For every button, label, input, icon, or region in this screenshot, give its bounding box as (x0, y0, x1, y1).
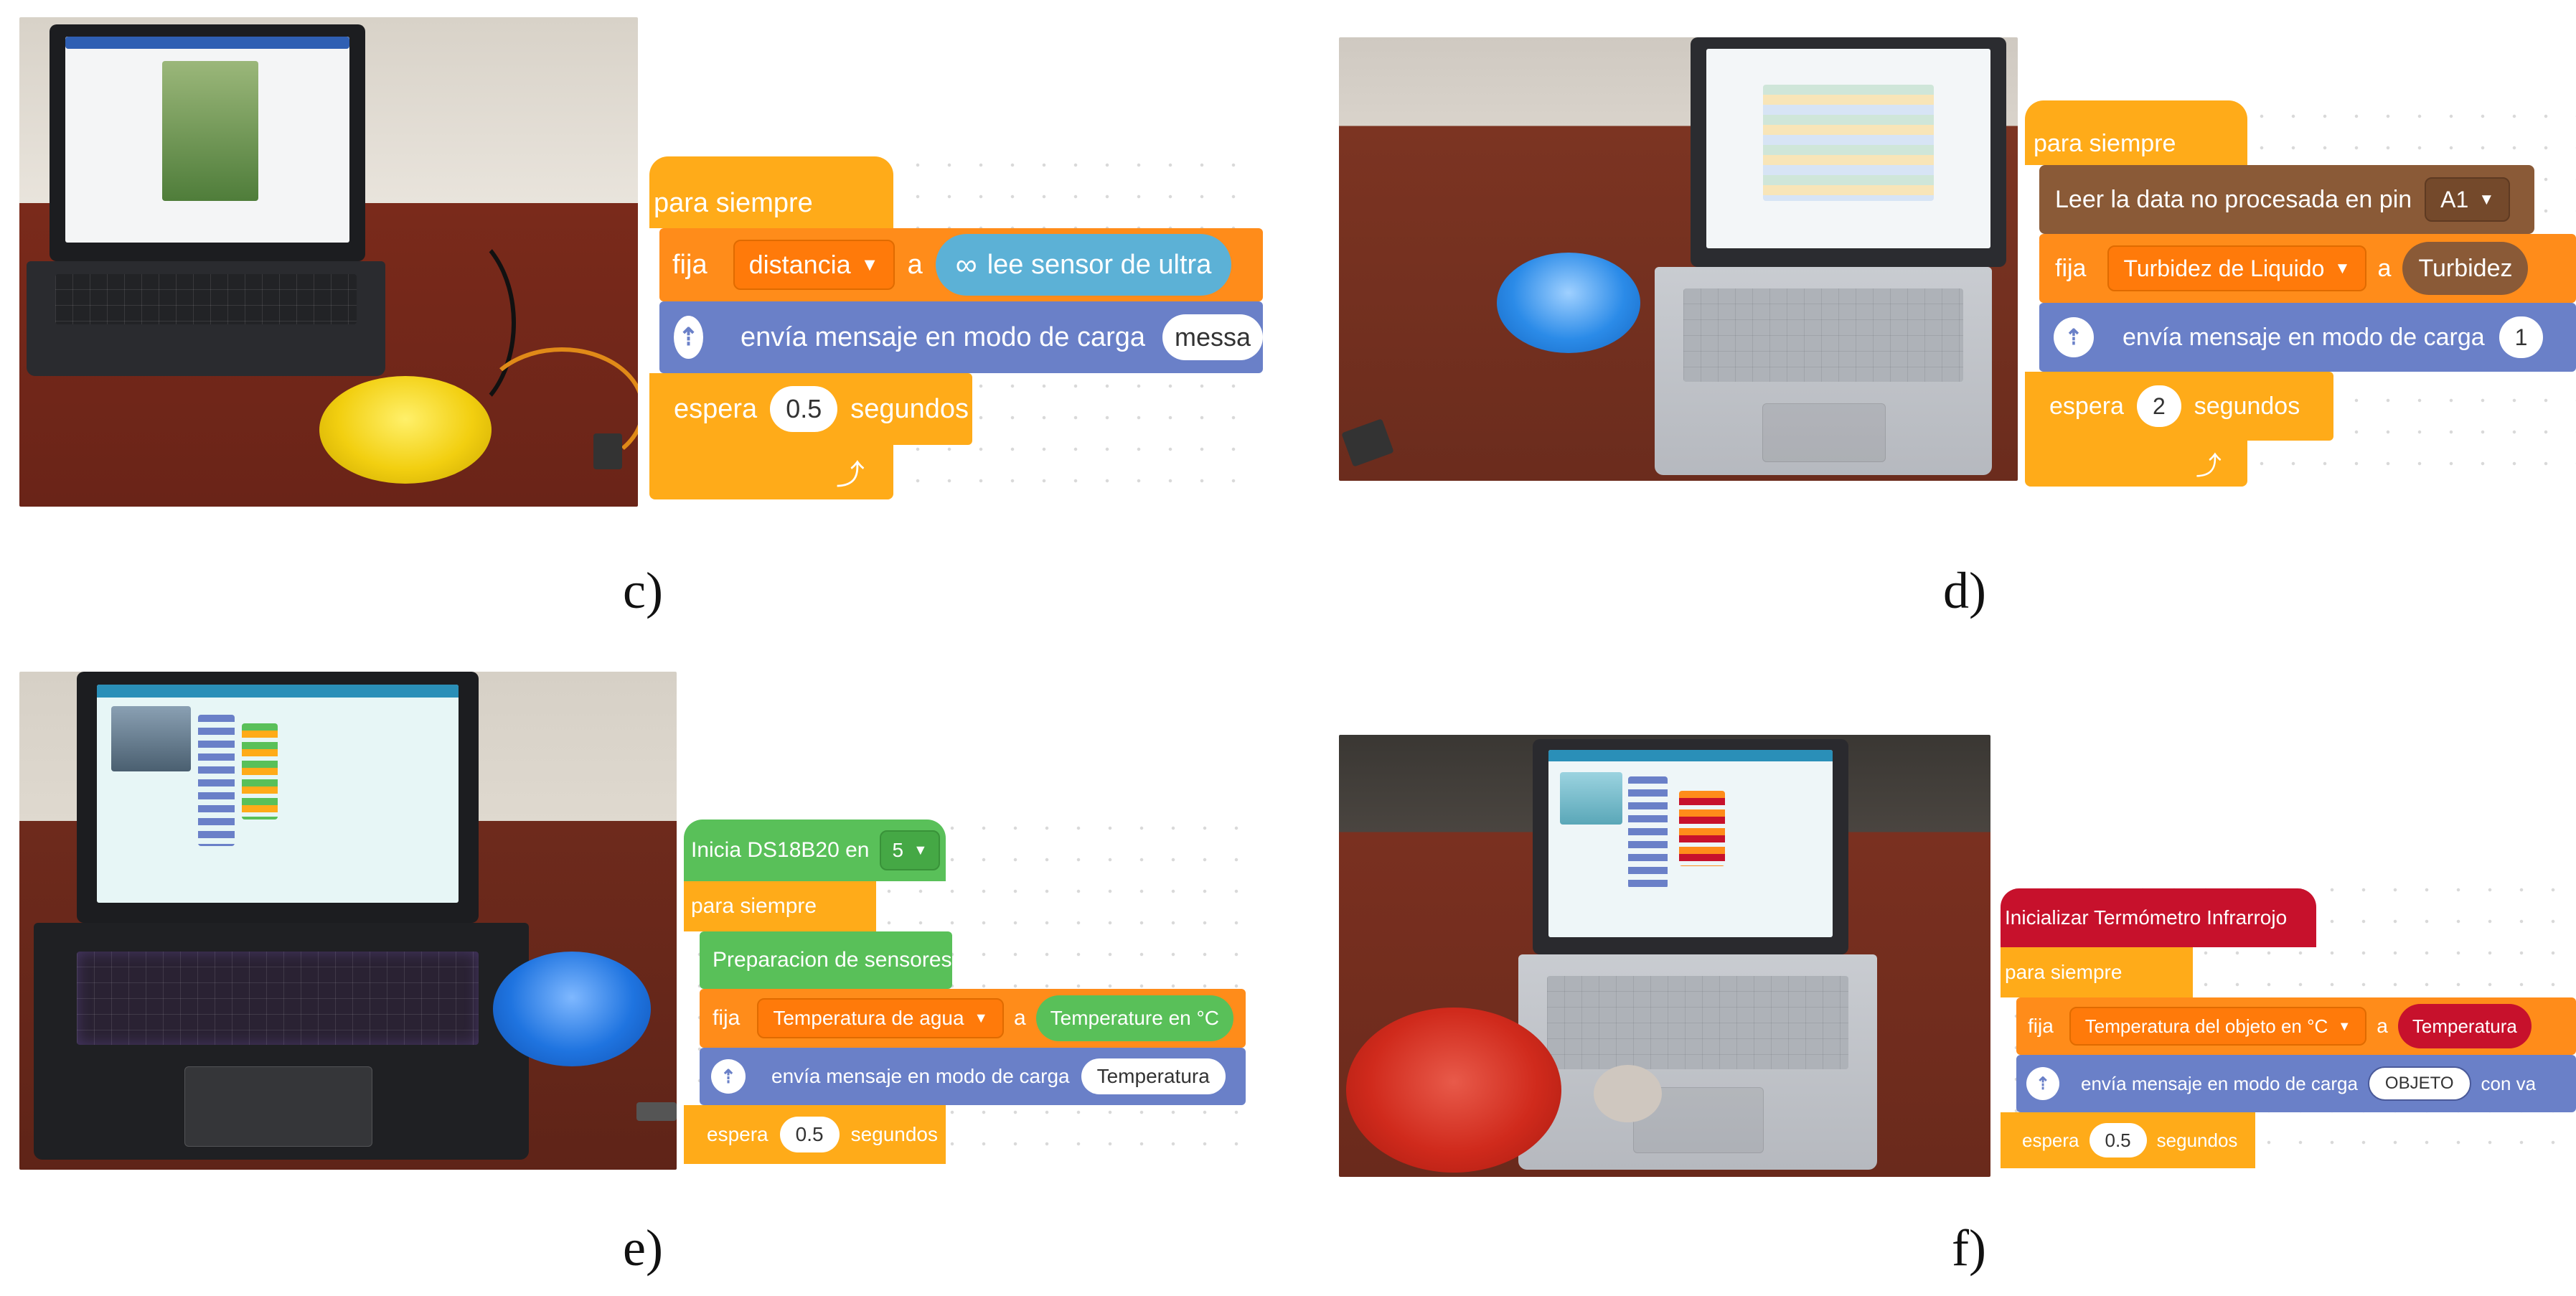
code-workspace-e: Inicia DS18B20 en 5▼ para siempre Prepar… (684, 812, 1246, 1164)
set-variable-block[interactable]: fija Turbidez de Liquido▼ a Turbidez (2039, 234, 2576, 303)
wait-seconds-input[interactable]: 2 (2136, 385, 2181, 427)
panel-e: Inicia DS18B20 en 5▼ para siempre Prepar… (0, 646, 1292, 1296)
laptop-keyboard (27, 261, 385, 376)
forever-block[interactable]: para siempre (684, 881, 876, 931)
send-message-block[interactable]: ⇡ envía mensaje en modo de carga Tempera… (700, 1048, 1246, 1105)
set-variable-block[interactable]: fija distancia▼ a ∞ lee sensor de ultra (659, 228, 1263, 301)
forever-block[interactable]: para siempre (649, 156, 893, 228)
message-input[interactable]: 1 (2499, 316, 2544, 358)
laptop-keyboard (1518, 954, 1877, 1170)
variable-dropdown[interactable]: Temperatura de agua▼ (757, 998, 1004, 1038)
wait-block[interactable]: espera 0.5 segundos (649, 373, 972, 445)
wait-seconds-input[interactable]: 0.5 (770, 386, 838, 432)
code-workspace-d: para siempre Leer la data no procesada e… (2025, 100, 2576, 488)
set-variable-block[interactable]: fija Temperatura del objeto en °C▼ a Tem… (2016, 997, 2576, 1055)
broadcast-signal-icon: ⇡ (2054, 317, 2094, 357)
wait-block[interactable]: espera 2 segundos (2025, 372, 2333, 441)
caption-d: d) (1943, 562, 1986, 619)
laptop-lid (1533, 739, 1848, 954)
laptop-lid (77, 672, 479, 923)
forever-block[interactable]: para siempre (2025, 100, 2247, 165)
prepare-sensors-block[interactable]: Preparacion de sensores (700, 931, 952, 989)
pin-dropdown[interactable]: A1▼ (2425, 177, 2511, 222)
dropdown-caret-icon: ▼ (2478, 190, 2495, 208)
temperature-value-block[interactable]: Temperatura (2397, 1004, 2532, 1048)
forever-label: para siempre (654, 187, 813, 218)
dropdown-caret-icon: ▼ (974, 1010, 988, 1026)
ultrasonic-sensor (593, 433, 622, 469)
photo-d-laptop-setup (1339, 37, 2018, 481)
dropdown-caret-icon: ▼ (860, 254, 879, 275)
code-workspace-f: Inicializar Termómetro Infrarrojo para s… (2001, 874, 2576, 1170)
cat-shaped-object (1594, 1065, 1662, 1122)
photo-e-laptop-setup (19, 672, 677, 1170)
panel-d: para siempre Leer la data no procesada e… (1292, 0, 2576, 646)
read-analog-block[interactable]: Leer la data no procesada en pin A1▼ (2039, 165, 2534, 234)
dropdown-caret-icon: ▼ (913, 842, 928, 858)
panel-c: para siempre fija distancia▼ a ∞ lee sen… (0, 0, 1292, 646)
broadcast-signal-icon: ⇡ (2026, 1067, 2059, 1100)
blue-sensor-enclosure (493, 952, 651, 1066)
broadcast-signal-icon: ⇡ (711, 1059, 746, 1094)
wait-seconds-input[interactable]: 0.5 (779, 1117, 840, 1152)
loop-end-cap: ⤴ (2025, 441, 2247, 487)
set-label: fija (672, 249, 708, 280)
laptop-keyboard (34, 923, 529, 1160)
laptop-lid (50, 24, 365, 261)
caption-f: f) (1952, 1219, 1986, 1277)
photo-f-laptop-setup (1339, 735, 1990, 1177)
loop-arrow-icon: ⤴ (836, 459, 865, 491)
laptop-keyboard (1655, 267, 1992, 475)
send-message-block[interactable]: ⇡ envía mensaje en modo de carga messa (659, 301, 1263, 373)
temperature-value-block[interactable]: Temperature en °C (1035, 995, 1233, 1041)
broadcast-signal-icon: ⇡ (674, 316, 703, 359)
pin-dropdown[interactable]: 5▼ (879, 830, 941, 870)
temperature-probe (636, 1102, 677, 1121)
blue-sensor-enclosure (1497, 253, 1640, 353)
dropdown-caret-icon: ▼ (2338, 1018, 2351, 1033)
variable-dropdown[interactable]: Turbidez de Liquido▼ (2107, 245, 2366, 291)
loop-arrow-icon: ⤴ (2195, 451, 2222, 480)
panel-f: Inicializar Termómetro Infrarrojo para s… (1292, 646, 2576, 1296)
red-sensor-enclosure (1346, 1008, 1561, 1173)
turbidity-sensor (1341, 418, 1394, 467)
message-input[interactable]: OBJETO (2367, 1066, 2471, 1101)
to-label: a (907, 249, 923, 280)
variable-dropdown[interactable]: distancia▼ (733, 240, 895, 290)
send-message-block[interactable]: ⇡ envía mensaje en modo de carga OBJETO … (2016, 1055, 2576, 1112)
photo-c-laptop-setup (19, 17, 638, 507)
send-message-block[interactable]: ⇡ envía mensaje en modo de carga 1 (2039, 303, 2576, 372)
ultrasonic-sensor-block[interactable]: ∞ lee sensor de ultra (935, 234, 1232, 296)
init-ir-thermometer-block[interactable]: Inicializar Termómetro Infrarrojo (2001, 888, 2316, 947)
message-input[interactable]: Temperatura (1081, 1058, 1226, 1094)
arduino-infinity-icon: ∞ (955, 248, 977, 281)
set-variable-block[interactable]: fija Temperatura de agua▼ a Temperature … (700, 989, 1246, 1048)
wait-block[interactable]: espera 0.5 segundos (2001, 1112, 2255, 1168)
turbidez-value-block[interactable]: Turbidez (2402, 242, 2529, 295)
loop-end-cap: ⤴ (649, 445, 893, 499)
laptop-lid (1691, 37, 2006, 267)
forever-block[interactable]: para siempre (2001, 947, 2193, 997)
wait-block[interactable]: espera 0.5 segundos (684, 1105, 946, 1164)
init-ds18b20-block[interactable]: Inicia DS18B20 en 5▼ (684, 820, 946, 881)
caption-c: c) (623, 562, 663, 619)
message-input[interactable]: messa (1162, 314, 1263, 360)
wait-seconds-input[interactable]: 0.5 (2089, 1123, 2147, 1158)
variable-dropdown[interactable]: Temperatura del objeto en °C▼ (2069, 1007, 2367, 1046)
dropdown-caret-icon: ▼ (2334, 259, 2351, 277)
caption-e: e) (623, 1219, 663, 1277)
code-workspace-c: para siempre fija distancia▼ a ∞ lee sen… (649, 149, 1263, 508)
